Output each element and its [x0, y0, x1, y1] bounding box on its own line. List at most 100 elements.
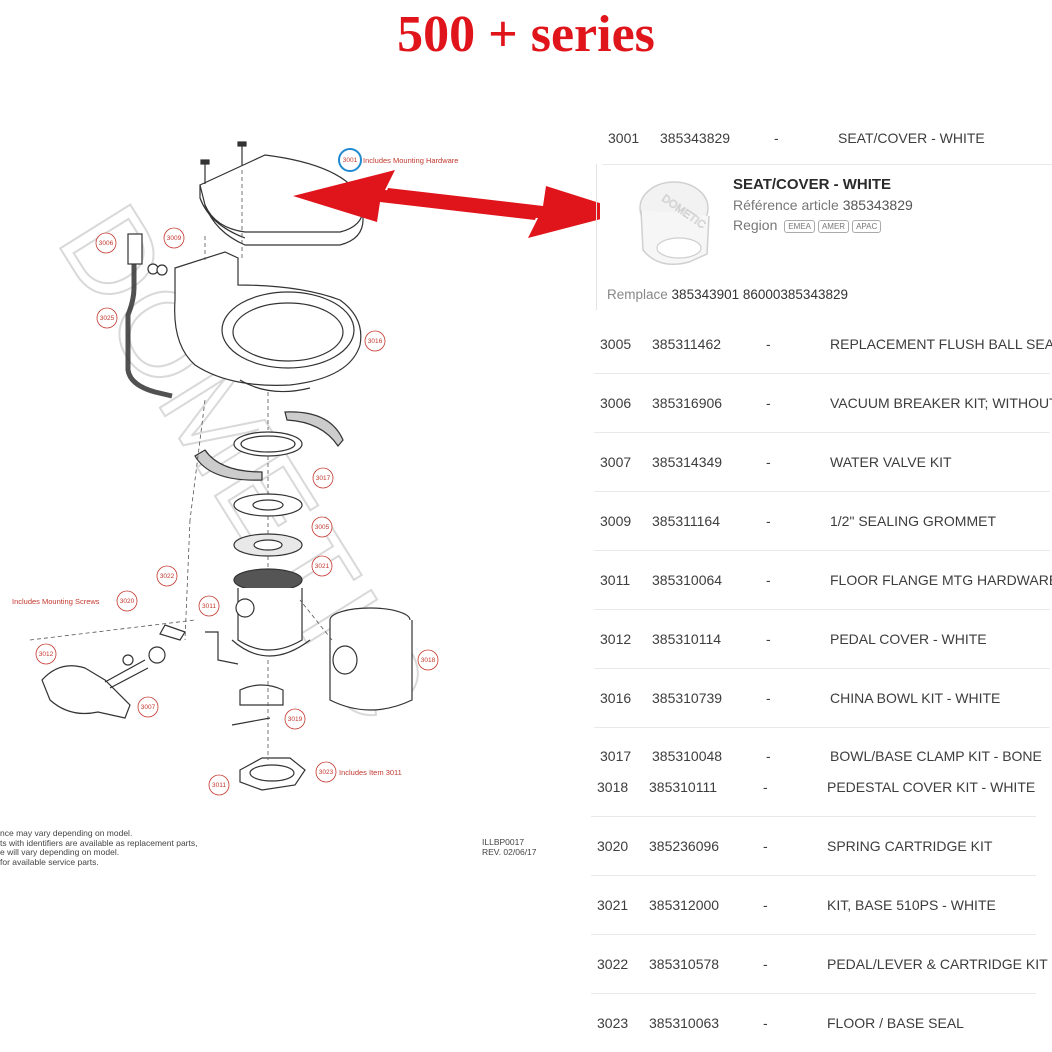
pedestal-cover-part — [329, 607, 413, 711]
note-line: e will vary depending on model. — [0, 847, 120, 857]
part-dash: - — [763, 956, 768, 972]
part-number: 3020 — [597, 838, 629, 854]
china-bowl-part — [174, 251, 362, 393]
table-row[interactable]: 3022 385310578 - PEDAL/LEVER & CARTRIDGE… — [591, 935, 1048, 994]
table-row[interactable]: 3023 385310063 - FLOOR / BASE SEAL — [591, 994, 1036, 1052]
part-description: VACUUM BREAKER KIT; WITHOUT — [830, 395, 1052, 411]
part-description: SEAT/COVER - WHITE — [838, 130, 985, 146]
callout-circles — [35, 148, 439, 796]
vacuum-breaker-part — [125, 233, 173, 399]
part-description: 1/2" SEALING GROMMET — [830, 513, 997, 529]
table-row[interactable]: 3012 385310114 - PEDAL COVER - WHITE — [594, 610, 1050, 669]
part-number: 3017 — [600, 748, 632, 764]
drawing-id: ILLBP0017 — [482, 837, 525, 847]
reference-label: Référence article — [733, 197, 839, 213]
flush-seal-parts — [231, 493, 311, 657]
floor-flange-part — [231, 684, 306, 791]
replaces-label: Remplace — [607, 287, 668, 302]
table-row[interactable]: 3021 385312000 - KIT, BASE 510PS - WHITE — [591, 876, 1036, 935]
revision-date: REV. 02/06/17 — [482, 846, 537, 857]
note-line: nce may vary depending on model. — [0, 828, 133, 838]
part-number: 3022 — [597, 956, 629, 972]
part-number: 3001 — [608, 130, 640, 146]
part-dash: - — [774, 130, 779, 146]
table-row[interactable]: 3005 385311462 - REPLACEMENT FLUSH BALL … — [594, 315, 1052, 374]
part-dash: - — [763, 779, 768, 795]
table-row[interactable]: 3011 385310064 - FLOOR FLANGE MTG HARDWA… — [594, 551, 1052, 610]
table-row[interactable]: 3001 385343829 - SEAT/COVER - WHITE — [602, 112, 1052, 165]
pedal-lever-parts — [41, 624, 239, 719]
callout-3011-bottom: 3011 — [212, 782, 226, 789]
part-description: FLOOR FLANGE MTG HARDWARE — [830, 572, 1052, 588]
part-number: 3023 — [597, 1015, 629, 1031]
region-label: Region — [733, 217, 778, 233]
table-row[interactable]: 3016 385310739 - CHINA BOWL KIT - WHITE — [594, 669, 1050, 728]
part-dash: - — [763, 1015, 768, 1031]
part-description: REPLACEMENT FLUSH BALL SEALS — [830, 336, 1052, 352]
part-number: 3016 — [600, 690, 632, 706]
part-number: 3018 — [597, 779, 629, 795]
callout-3007: 3007 — [141, 704, 156, 711]
callout-numbers: 3001 3006 3009 3025 3016 3017 3005 3021 … — [39, 157, 436, 789]
part-reference: 385236096 — [649, 838, 720, 854]
part-dash: - — [763, 838, 768, 854]
callout-3009: 3009 — [167, 235, 182, 242]
region-badge-emea: EMEA — [784, 219, 815, 233]
part-reference: 385310063 — [649, 1015, 720, 1031]
table-row[interactable]: 3007 385314349 - WATER VALVE KIT — [594, 433, 1050, 492]
table-row[interactable]: 3017 385310048 - BOWL/BASE CLAMP KIT - B… — [594, 740, 1050, 772]
label-includes-mounting-hardware: Includes Mounting Hardware — [363, 156, 458, 165]
part-reference: 385314349 — [652, 454, 723, 470]
reference-value: 385343829 — [842, 197, 913, 213]
part-description: PEDAL/LEVER & CARTRIDGE KIT — [827, 956, 1048, 972]
detail-part-name: SEAT/COVER - WHITE — [733, 176, 892, 193]
part-number: 3012 — [600, 631, 632, 647]
region-badge-apac: APAC — [852, 219, 882, 233]
part-reference: 385316906 — [652, 395, 723, 411]
part-reference: 385310111 — [649, 779, 717, 795]
seat-bolts — [200, 141, 247, 184]
callout-3025: 3025 — [100, 315, 115, 322]
region-badge-amer: AMER — [817, 219, 850, 233]
table-row[interactable]: 3020 385236096 - SPRING CARTRIDGE KIT — [591, 817, 1036, 876]
callout-3023: 3023 — [319, 769, 334, 776]
part-reference: 385343829 — [660, 130, 731, 146]
part-dash: - — [766, 513, 771, 529]
callout-3005: 3005 — [315, 524, 330, 531]
callout-3022: 3022 — [160, 573, 175, 580]
assembly-guide-lines — [29, 170, 333, 760]
part-dash: - — [766, 748, 771, 764]
part-description: CHINA BOWL KIT - WHITE — [830, 690, 1001, 706]
part-description: BOWL/BASE CLAMP KIT - BONE — [830, 748, 1042, 764]
part-dash: - — [766, 395, 771, 411]
part-reference: 385311164 — [652, 513, 720, 529]
table-row[interactable]: 3009 385311164 - 1/2" SEALING GROMMET — [594, 492, 1050, 551]
part-reference: 385310578 — [649, 956, 720, 972]
replaces-value: 385343901 86000385343829 — [671, 287, 848, 302]
callout-3021: 3021 — [315, 563, 330, 570]
part-number: 3007 — [600, 454, 632, 470]
callout-3016: 3016 — [368, 338, 383, 345]
table-row[interactable]: 3018 385310111 - PEDESTAL COVER KIT - WH… — [591, 770, 1036, 817]
note-line: for available service parts. — [0, 856, 99, 867]
label-includes-item-3011: Includes Item 3011 — [339, 768, 402, 777]
page-title: 500 + series — [397, 6, 655, 63]
part-reference: 385312000 — [649, 897, 720, 913]
part-description: KIT, BASE 510PS - WHITE — [827, 897, 996, 913]
part-number: 3021 — [597, 897, 629, 913]
part-description: PEDESTAL COVER KIT - WHITE — [827, 779, 1036, 795]
part-number: 3005 — [600, 336, 632, 352]
part-description: SPRING CARTRIDGE KIT — [827, 838, 993, 854]
part-number: 3009 — [600, 513, 632, 529]
callout-3012: 3012 — [39, 651, 54, 658]
diagram-notes: nce may vary depending on model. ts with… — [0, 828, 197, 867]
part-detail-card: DOMETIC SEAT/COVER - WHITE Référence art… — [596, 164, 1052, 310]
detail-replaces: Remplace 385343901 86000385343829 — [607, 287, 848, 302]
callout-labels: Includes Mounting Hardware Includes Moun… — [12, 156, 458, 777]
part-dash: - — [766, 572, 771, 588]
part-reference: 385311462 — [652, 336, 722, 352]
part-description: WATER VALVE KIT — [830, 454, 952, 470]
part-description: PEDAL COVER - WHITE — [830, 631, 987, 647]
table-row[interactable]: 3006 385316906 - VACUUM BREAKER KIT; WIT… — [594, 374, 1052, 433]
